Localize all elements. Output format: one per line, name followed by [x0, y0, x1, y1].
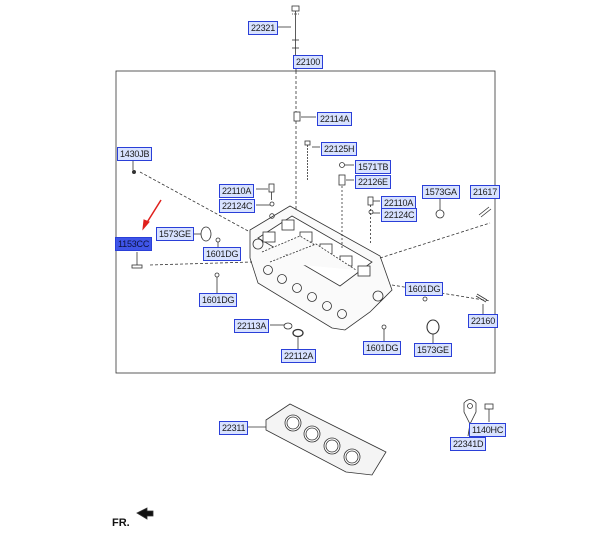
- part-label-1573ge-left[interactable]: 1573GE: [156, 227, 194, 241]
- pointer-arrow-icon: [142, 199, 162, 231]
- bolt-icon: [304, 140, 311, 180]
- front-orientation-label: FR.: [112, 517, 130, 529]
- bolt-icon: [131, 252, 143, 269]
- part-label-1140hc[interactable]: 1140HC: [469, 423, 507, 437]
- part-label-1430jb[interactable]: 1430JB: [117, 147, 153, 161]
- part-label-22126e[interactable]: 22126E: [355, 175, 391, 189]
- hanger-bracket-icon: [463, 399, 477, 425]
- part-label-22321[interactable]: 22321: [248, 21, 279, 35]
- part-label-22110a-left[interactable]: 22110A: [219, 184, 255, 198]
- part-label-1601dg-upper[interactable]: 1601DG: [203, 247, 242, 261]
- part-label-22124c-right[interactable]: 22124C: [381, 208, 418, 222]
- part-label-22100[interactable]: 22100: [293, 55, 324, 69]
- part-label-22160[interactable]: 22160: [468, 314, 499, 328]
- part-label-1571tb[interactable]: 1571TB: [355, 160, 392, 174]
- cylinder-head-icon: [249, 205, 393, 331]
- plug-icon: [200, 226, 212, 242]
- bolt-icon: [484, 403, 494, 410]
- part-label-1601dg-lower[interactable]: 1601DG: [199, 293, 238, 307]
- head-bolt-icon: [291, 5, 300, 56]
- part-label-1573ge-right[interactable]: 1573GE: [414, 343, 452, 357]
- part-label-22125h[interactable]: 22125H: [321, 142, 358, 156]
- part-label-1153cc[interactable]: 1153CC: [115, 237, 153, 251]
- part-label-21617[interactable]: 21617: [470, 185, 501, 199]
- part-label-22341d[interactable]: 22341D: [450, 437, 487, 451]
- part-label-22311[interactable]: 22311: [219, 421, 249, 435]
- part-label-22114a[interactable]: 22114A: [317, 112, 353, 126]
- head-gasket-icon: [265, 403, 387, 476]
- assembly-frame: [115, 70, 496, 374]
- front-direction-arrow-icon: [136, 507, 154, 520]
- part-label-1601dg-bottom[interactable]: 1601DG: [363, 341, 402, 355]
- part-label-22112a[interactable]: 22112A: [281, 349, 317, 363]
- dowel-icon: [293, 111, 301, 122]
- part-label-22124c-left[interactable]: 22124C: [219, 199, 256, 213]
- part-label-1573ga[interactable]: 1573GA: [422, 185, 460, 199]
- part-label-1601dg-right[interactable]: 1601DG: [405, 282, 444, 296]
- part-label-22113a[interactable]: 22113A: [234, 319, 270, 333]
